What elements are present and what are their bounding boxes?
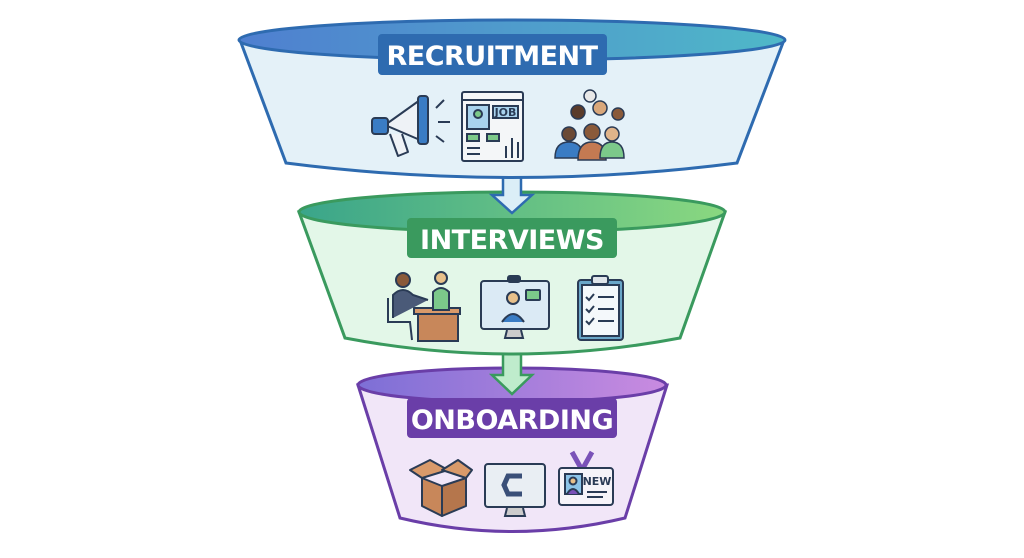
new-badge-text: NEW — [583, 475, 612, 488]
onboarding-label: ONBOARDING — [407, 398, 617, 438]
recruitment-label: RECRUITMENT — [378, 34, 607, 75]
interviews-label: INTERVIEWS — [407, 218, 617, 258]
megaphone-icon — [371, 95, 450, 157]
checklist-clipboard-icon — [577, 275, 624, 341]
computer-setup-icon — [484, 463, 546, 517]
video-call-icon — [480, 275, 550, 339]
interviews-title: INTERVIEWS — [420, 225, 604, 256]
onboarding-title: ONBOARDING — [411, 405, 613, 436]
recruitment-title: RECRUITMENT — [386, 41, 598, 72]
handshake-interview-icon — [387, 271, 461, 342]
job-text: JOB — [494, 106, 517, 119]
open-box-icon — [409, 459, 473, 517]
crowd-icon — [554, 89, 625, 161]
job-posting-icon: JOB — [461, 91, 524, 162]
new-id-badge-icon: NEW — [558, 450, 614, 506]
